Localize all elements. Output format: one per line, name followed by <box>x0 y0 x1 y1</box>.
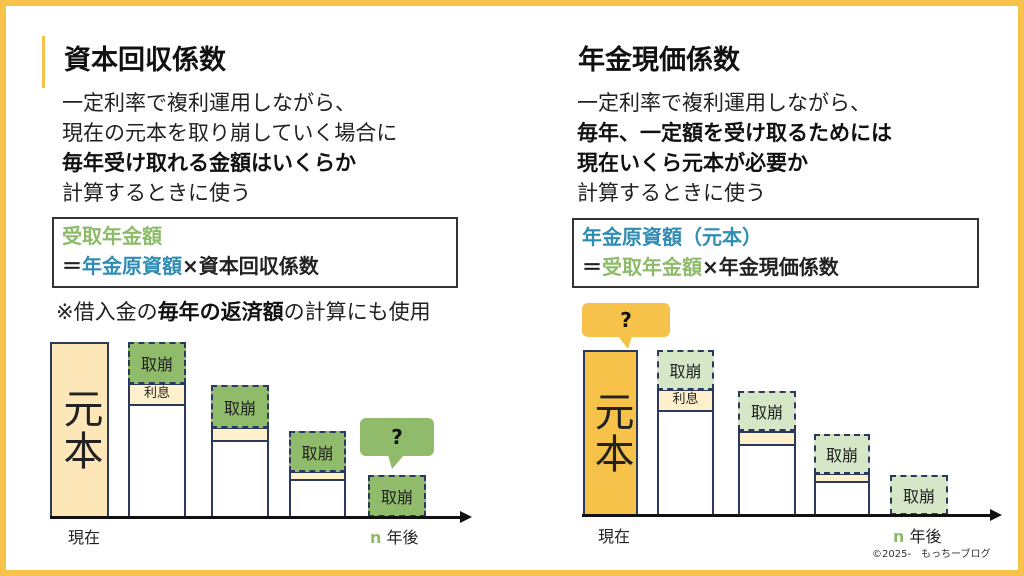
right-title: 年金現価係数 <box>578 45 740 76</box>
balance-bar <box>289 479 346 518</box>
withdraw-block: 取崩 <box>289 431 346 472</box>
desc-line: 一定利率で複利運用しながら、 <box>62 91 356 115</box>
interest-block: 利息 <box>657 389 714 412</box>
formula-equals: ＝ <box>62 254 82 278</box>
years-later-label: 年後 <box>909 527 942 546</box>
label-n-years-later: n 年後 <box>370 524 419 548</box>
interest-block <box>289 471 346 481</box>
left-title: 資本回収係数 <box>64 45 226 76</box>
desc-line: 計算するときに使う <box>577 181 766 205</box>
withdraw-block: 取崩 <box>657 350 714 390</box>
copyright: ©2025- もっちーブログ <box>872 549 991 560</box>
principal-bar: 元本 <box>50 342 109 518</box>
label-now: 現在 <box>598 527 631 546</box>
axis-arrow-icon <box>990 509 1002 521</box>
formula-term: 年金原資額 <box>82 254 182 278</box>
formula-result: 年金原資額（元本） <box>582 225 762 249</box>
formula-term: 受取年金額 <box>602 255 702 279</box>
title-accent-bar <box>42 36 45 88</box>
right-description: 一定利率で複利運用しながら、 毎年、一定額を受け取るためには 現在いくら元本が必… <box>577 88 892 208</box>
bubble-tail <box>618 336 632 349</box>
desc-line-bold: 毎年受け取れる金額はいくらか <box>62 151 356 175</box>
formula-factor: ×年金現価係数 <box>702 255 839 279</box>
n-label: n <box>370 528 382 547</box>
note-bold: 毎年の返済額 <box>157 300 284 324</box>
formula-result: 受取年金額 <box>62 224 162 248</box>
withdraw-block: 取崩 <box>890 475 948 515</box>
interest-block <box>211 427 269 442</box>
left-formula-box: 受取年金額 ＝年金原資額×資本回収係数 <box>52 217 458 288</box>
question-bubble: ? <box>360 418 434 456</box>
withdraw-block: 取崩 <box>211 385 269 428</box>
balance-bar <box>211 440 269 518</box>
interest-block <box>738 431 796 446</box>
withdraw-block: 取崩 <box>368 475 426 517</box>
formula-factor: ×資本回収係数 <box>182 254 319 278</box>
question-bubble: ? <box>582 303 670 337</box>
note-text: ※借入金の <box>56 300 158 324</box>
desc-line: 現在の元本を取り崩していく場合に <box>62 121 398 145</box>
time-axis <box>50 516 462 519</box>
left-note: ※借入金の毎年の返済額の計算にも使用 <box>56 297 431 327</box>
desc-line: 一定利率で複利運用しながら、 <box>577 91 871 115</box>
withdraw-block: 取崩 <box>814 434 870 474</box>
label-now: 現在 <box>68 528 101 547</box>
balance-bar <box>128 404 186 518</box>
time-axis <box>582 514 992 517</box>
withdraw-block: 取崩 <box>738 391 796 431</box>
principal-bar: 元本 <box>583 350 638 516</box>
balance-bar <box>814 481 870 516</box>
label-n-years-later: n 年後 <box>893 523 942 547</box>
balance-bar <box>738 444 796 516</box>
withdraw-block: 取崩 <box>128 342 186 384</box>
balance-bar <box>657 410 714 516</box>
n-label: n <box>893 527 905 546</box>
years-later-label: 年後 <box>386 528 419 547</box>
axis-arrow-icon <box>460 511 472 523</box>
bubble-tail <box>388 455 404 469</box>
right-formula-box: 年金原資額（元本） ＝受取年金額×年金現価係数 <box>572 218 979 288</box>
desc-line-bold: 現在いくら元本が必要か <box>577 151 808 175</box>
formula-equals: ＝ <box>582 255 602 279</box>
note-text: の計算にも使用 <box>283 300 431 324</box>
interest-block: 利息 <box>128 383 186 406</box>
interest-block <box>814 473 870 483</box>
desc-line-bold: 毎年、一定額を受け取るためには <box>577 121 892 145</box>
desc-line: 計算するときに使う <box>62 181 251 205</box>
left-description: 一定利率で複利運用しながら、 現在の元本を取り崩していく場合に 毎年受け取れる金… <box>62 88 397 208</box>
